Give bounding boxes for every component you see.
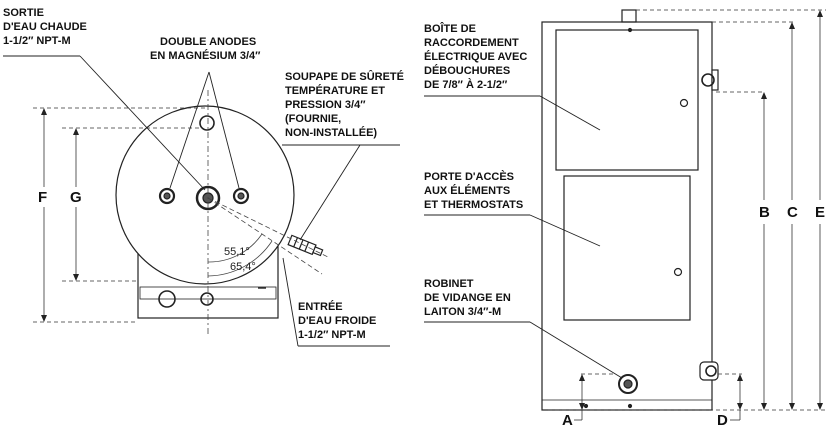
- cold-inlet-fitting: [158, 290, 176, 308]
- dim-A: A: [562, 412, 573, 427]
- box-screw: [679, 98, 689, 108]
- right-leaders: [424, 95, 623, 379]
- cold-inlet-label: ENTRÉE D'EAU FROIDE 1-1/2″ NPT-M: [298, 300, 379, 341]
- anode-left-core: [163, 192, 171, 200]
- angle-55: 55,1°: [224, 246, 250, 258]
- anode-left: [158, 187, 176, 205]
- side-fitting-top: [711, 69, 719, 91]
- hot-outlet-fitting: [195, 185, 221, 211]
- anode-right-core: [237, 192, 245, 200]
- access-door-label: PORTE D'ACCÈS AUX ÉLÉMENTS ET THERMOSTAT…: [424, 170, 523, 211]
- dim-F: F: [38, 189, 47, 206]
- access-door: [563, 175, 691, 321]
- dim-G: G: [70, 189, 82, 206]
- junction-box-label: BOÎTE DE RACCORDEMENT ÉLECTRIQUE AVEC DÉ…: [424, 22, 530, 91]
- dim-E: E: [815, 204, 825, 221]
- drain-valve-label: ROBINET DE VIDANGE EN LAITON 3/4″-M: [424, 278, 514, 318]
- center-lines: [207, 90, 331, 336]
- left-leaders: [3, 55, 400, 347]
- hot-outlet-label: SORTIE D'EAU CHAUDE 1-1/2″ NPT-M: [3, 7, 90, 47]
- front-view: [541, 9, 719, 411]
- junction-box: [555, 29, 699, 171]
- relief-valve-label: SOUPAPE DE SÛRETÉ TEMPÉRATURE ET PRESSIO…: [285, 70, 407, 139]
- dim-B: B: [759, 204, 770, 221]
- relief-valve-body: [287, 234, 324, 257]
- right-dim-arrows: [579, 10, 823, 410]
- anodes-label: DOUBLE ANODES EN MAGNÉSIUM 3/4″: [150, 36, 261, 62]
- top-nipple: [621, 9, 637, 23]
- dim-C: C: [787, 204, 798, 221]
- base-port: [200, 292, 214, 306]
- left-dimensions: [33, 107, 205, 323]
- angle-65: 65,4°: [230, 261, 256, 273]
- anode-right: [232, 187, 250, 205]
- drain-valve-core: [623, 379, 633, 389]
- dim-D: D: [717, 412, 728, 427]
- lower-fitting-ring: [705, 365, 717, 377]
- right-dimensions: [548, 9, 826, 421]
- top-port: [199, 115, 215, 131]
- door-screw: [673, 267, 683, 277]
- left-dim-arrows: [41, 108, 79, 322]
- side-fitting-ring: [701, 73, 715, 87]
- drain-valve: [618, 374, 638, 394]
